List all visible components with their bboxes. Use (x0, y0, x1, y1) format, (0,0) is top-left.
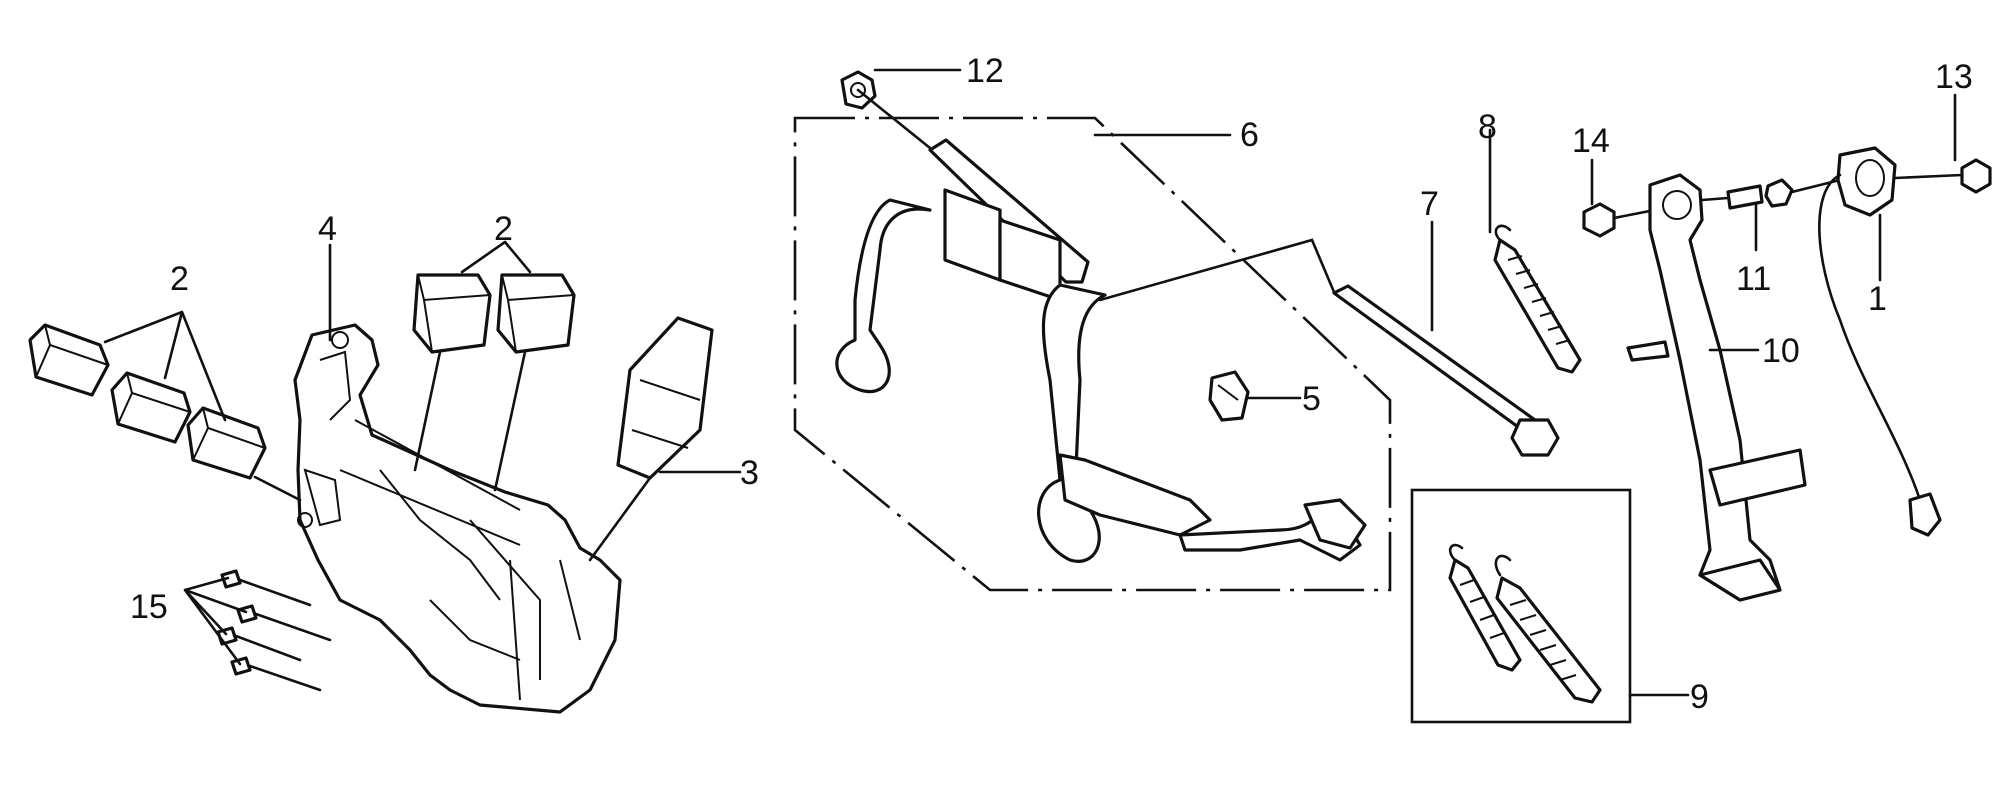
side-stand-switch (1818, 146, 1942, 537)
leader-2a (103, 310, 227, 422)
callout-14: 14 (1572, 122, 1610, 160)
side-stand-group (1582, 93, 1992, 602)
bracket-assembly (28, 240, 742, 714)
callout-12: 12 (966, 52, 1004, 90)
callout-2-left: 2 (170, 260, 189, 298)
callout-7: 7 (1420, 185, 1439, 223)
callout-3: 3 (740, 454, 759, 492)
leader-15 (183, 576, 248, 666)
main-stand-group-outline (793, 116, 1392, 592)
callout-8: 8 (1478, 108, 1497, 146)
rubber-block-left-2 (110, 371, 192, 444)
stand-spring-rod (1098, 238, 1560, 457)
callout-6: 6 (1240, 116, 1259, 154)
nut-13 (1893, 93, 1992, 194)
side-stand (1626, 173, 1807, 602)
callout-10: 10 (1762, 332, 1800, 370)
engine-hanger-bracket (293, 323, 622, 714)
callout-13: 13 (1935, 58, 1973, 96)
main-stand (835, 188, 1367, 563)
spring-set-9 (1448, 543, 1602, 704)
rubber-block-left-3 (186, 406, 267, 480)
main-stand-group (793, 68, 1560, 592)
damper-block (616, 316, 714, 480)
callout-11: 11 (1736, 260, 1771, 298)
spring-8 (1488, 128, 1582, 374)
spring-set-box (1410, 488, 1632, 724)
leader-2b (413, 240, 532, 492)
callout-1: 1 (1868, 280, 1887, 318)
leader-3 (588, 470, 742, 562)
rubber-block-left-1 (28, 323, 110, 397)
rubber-block-top-1 (412, 273, 492, 354)
callout-15: 15 (130, 588, 168, 626)
callout-4: 4 (318, 210, 337, 248)
callout-5: 5 (1302, 380, 1321, 418)
bolt-set (216, 569, 332, 692)
callout-2-right: 2 (494, 210, 513, 248)
callout-labels: 1 2 2 3 4 5 6 7 8 9 10 11 12 13 14 15 (130, 52, 1973, 716)
stopper-5 (1208, 370, 1250, 422)
nut-14 (1582, 158, 1657, 238)
callout-9: 9 (1690, 678, 1709, 716)
springs (1410, 128, 1690, 724)
rubber-block-top-2 (496, 273, 576, 354)
